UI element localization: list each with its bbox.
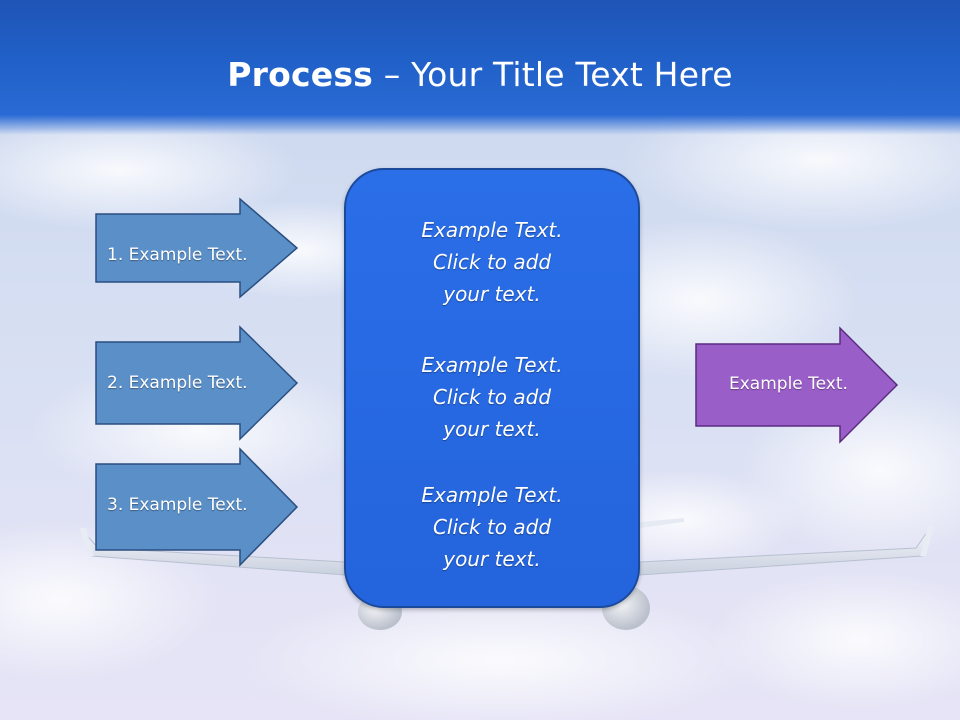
center-block-2-line-3: your text. xyxy=(443,417,541,441)
output-arrow-label: Example Text. xyxy=(729,374,848,394)
output-arrow[interactable]: Example Text. xyxy=(695,326,900,444)
title-rest-part: – Your Title Text Here xyxy=(373,55,733,94)
input-arrow-2-shape xyxy=(95,325,299,441)
input-arrow-3[interactable]: 3. Example Text. xyxy=(95,447,300,567)
center-block-3-line-2: Click to add xyxy=(432,515,552,539)
input-arrow-3-shape xyxy=(95,447,299,567)
title-band xyxy=(0,0,960,135)
process-center-box[interactable]: Example Text. Click to add your text. Ex… xyxy=(344,168,640,608)
output-arrow-shape xyxy=(695,326,899,444)
center-block-1-line-1: Example Text. xyxy=(421,218,563,242)
center-text-block-3: Example Text. Click to add your text. xyxy=(346,479,638,575)
input-arrow-2-label: 2. Example Text. xyxy=(107,373,248,393)
input-arrow-2[interactable]: 2. Example Text. xyxy=(95,325,300,441)
input-arrow-3-label: 3. Example Text. xyxy=(107,495,248,515)
title-bold-part: Process xyxy=(227,55,374,94)
input-arrow-1-label: 1. Example Text. xyxy=(107,245,248,265)
slide-title: Process – Your Title Text Here xyxy=(0,52,960,98)
input-arrow-1-shape xyxy=(95,197,299,299)
center-block-1-line-3: your text. xyxy=(443,282,541,306)
center-text-block-2: Example Text. Click to add your text. xyxy=(346,349,638,445)
center-block-1-line-2: Click to add xyxy=(432,250,552,274)
center-block-2-line-2: Click to add xyxy=(432,385,552,409)
center-block-3-line-3: your text. xyxy=(443,547,541,571)
center-block-2-line-1: Example Text. xyxy=(421,353,563,377)
center-block-3-line-1: Example Text. xyxy=(421,483,563,507)
input-arrow-1[interactable]: 1. Example Text. xyxy=(95,197,300,299)
center-text-block-1: Example Text. Click to add your text. xyxy=(346,214,638,310)
